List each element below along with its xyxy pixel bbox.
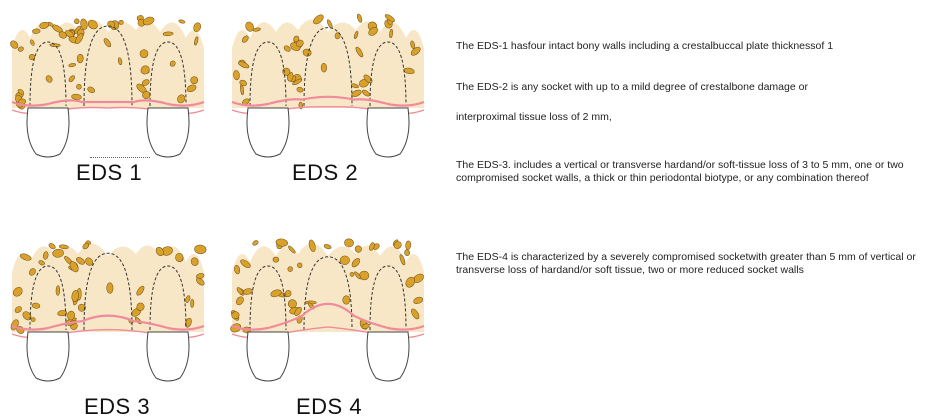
description-eds2-line1: The EDS-2 is any socket with up to a mil… [456,81,944,94]
socket-diagram-eds3 [8,232,208,382]
caption-eds1: EDS 1 [76,160,142,186]
caption-eds2: EDS 2 [292,160,358,186]
tooth-crown [147,108,189,157]
description-eds2-line2: interproximal tissue loss of 2 mm, [456,111,944,124]
caption-eds4: EDS 4 [296,394,362,420]
tooth-crown [367,108,409,157]
eds4-illustration [228,232,428,382]
socket-diagram-eds4 [228,232,428,382]
tooth-crown [247,332,289,381]
eds1-illustration [8,8,208,158]
description-eds1: The EDS-1 hasfour intact bony walls incl… [456,40,944,53]
socket-diagram-eds1 [8,8,208,158]
description-eds4: The EDS-4 is characterized by a severely… [456,251,926,277]
eds3-illustration [8,232,208,382]
tooth-crown [27,332,69,381]
caption-eds3: EDS 3 [84,394,150,420]
alveolar-bone [232,19,424,108]
tooth-crown [367,332,409,381]
eds2-illustration [228,8,428,158]
tooth-crown [247,108,289,157]
tooth-crown [27,108,69,157]
tooth-crown [147,332,189,381]
socket-diagram-eds2 [228,8,428,158]
description-eds3: The EDS-3. includes a vertical or transv… [456,159,940,185]
